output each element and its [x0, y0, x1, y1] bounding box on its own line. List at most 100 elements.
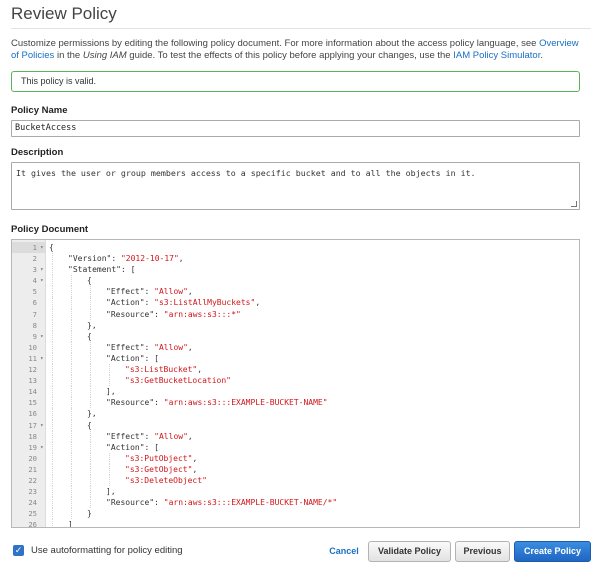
fold-arrow-icon[interactable]: ▾	[40, 443, 44, 451]
code-text: "s3:PutObject",	[125, 453, 197, 464]
resize-handle-icon[interactable]	[571, 201, 577, 207]
autoformat-checkbox[interactable]: ✓	[13, 545, 24, 556]
indent-guide	[71, 508, 72, 520]
title-divider	[11, 28, 591, 29]
line-number: 26	[28, 520, 37, 528]
indent-guide	[52, 253, 53, 265]
fold-arrow-icon[interactable]: ▾	[40, 421, 44, 429]
code-token: "Action": [	[106, 353, 159, 363]
intro-text-1: Customize permissions by editing the fol…	[11, 38, 540, 49]
indent-guide	[71, 474, 72, 487]
code-line: 16},	[12, 408, 579, 420]
indent-guide	[71, 452, 72, 464]
string-token: "arn:aws:s3:::EXAMPLE-BUCKET-NAME/*"	[163, 498, 338, 508]
string-token: "arn:aws:s3:::*"	[163, 309, 241, 319]
line-number: 2	[32, 254, 37, 264]
line-number: 1	[12, 242, 46, 254]
code-text: "Statement": [	[68, 264, 135, 275]
code-text: "s3:GetObject",	[125, 464, 197, 475]
string-token: "Allow"	[154, 342, 188, 352]
policy-document-editor[interactable]: 1▾{2"Version": "2012-10-17",3▾"Statement…	[11, 239, 580, 528]
indent-guide	[71, 297, 72, 309]
fold-arrow-icon[interactable]: ▾	[40, 244, 44, 251]
code-token: "Action":	[106, 298, 155, 308]
policy-name-input[interactable]: BucketAccess	[11, 120, 580, 137]
indent-guide	[71, 463, 72, 475]
indent-guide	[71, 352, 72, 365]
cancel-button[interactable]: Cancel	[329, 546, 359, 556]
fold-arrow-icon[interactable]: ▾	[40, 266, 44, 274]
previous-button[interactable]: Previous	[455, 541, 510, 562]
indent-guide	[52, 397, 53, 409]
code-line: 18"Effect": "Allow",	[12, 430, 579, 442]
indent-guide	[52, 264, 53, 276]
indent-guide	[52, 319, 53, 331]
indent-guide	[109, 364, 110, 376]
code-line: 26]	[12, 519, 579, 528]
indent-guide	[71, 286, 72, 298]
code-text: {	[87, 331, 92, 342]
indent-guide	[90, 397, 91, 409]
line-number: 16	[28, 409, 37, 419]
indent-guide	[71, 341, 72, 353]
indent-guide	[90, 286, 91, 298]
code-text: ],	[106, 486, 116, 497]
indent-guide	[90, 297, 91, 309]
indent-guide	[71, 397, 72, 409]
indent-guide	[52, 486, 53, 498]
indent-guide	[90, 430, 91, 442]
indent-guide	[71, 497, 72, 509]
overview-of-policies-link[interactable]: Overview of Policies	[11, 38, 579, 61]
description-textarea[interactable]: It gives the user or group members acces…	[11, 162, 580, 210]
validation-message: This policy is valid.	[11, 71, 580, 92]
indent-guide	[71, 275, 72, 287]
code-text: "Action": [	[106, 442, 159, 453]
line-number: 8	[32, 320, 37, 330]
code-token: "Resource":	[106, 498, 164, 508]
code-token: {	[87, 331, 92, 341]
string-token: "2012-10-17"	[120, 254, 179, 264]
line-number: 10	[28, 342, 37, 352]
code-token: }	[87, 509, 92, 519]
code-token: },	[87, 320, 97, 330]
indent-guide	[71, 430, 72, 442]
code-text: },	[87, 408, 97, 419]
code-line: 23],	[12, 486, 579, 498]
code-token: ],	[106, 487, 116, 497]
description-label: Description	[11, 147, 64, 158]
code-line: 10 "Effect": "Allow",	[12, 341, 579, 353]
line-number: 23	[28, 487, 37, 497]
fold-arrow-icon[interactable]: ▾	[40, 277, 44, 285]
code-line: 24"Resource": "arn:aws:s3:::EXAMPLE-BUCK…	[12, 497, 579, 509]
line-number: 19	[28, 442, 37, 452]
code-text: "Effect": "Allow",	[106, 286, 193, 297]
create-policy-button[interactable]: Create Policy	[514, 541, 591, 562]
line-number: 3	[32, 265, 37, 275]
code-line: 1▾ {	[12, 242, 579, 254]
code-line: 11▾ "Action": [	[12, 352, 579, 365]
code-text: {	[87, 420, 92, 431]
code-token: ,	[178, 254, 184, 264]
indent-guide	[52, 519, 53, 527]
code-text: ],	[106, 386, 116, 397]
indent-guide	[71, 386, 72, 398]
code-token: ,	[192, 464, 198, 474]
indent-guide	[52, 308, 53, 320]
fold-arrow-icon[interactable]: ▾	[40, 332, 44, 340]
validate-policy-button[interactable]: Validate Policy	[368, 541, 451, 562]
code-line: 8},	[12, 319, 579, 331]
indent-guide	[109, 463, 110, 475]
indent-guide	[52, 386, 53, 398]
code-text: {	[49, 242, 54, 253]
line-number: 11	[28, 353, 37, 363]
code-line: 12"s3:ListBucket",	[12, 364, 579, 376]
code-text: "Effect": "Allow",	[106, 342, 193, 353]
iam-policy-simulator-link[interactable]: IAM Policy Simulator	[453, 50, 541, 61]
indent-guide	[52, 452, 53, 464]
code-text: {	[87, 275, 92, 286]
indent-guide	[90, 463, 91, 475]
indent-guide	[71, 330, 72, 342]
fold-arrow-icon[interactable]: ▾	[40, 354, 44, 362]
code-text: "Action": [	[106, 353, 159, 364]
indent-guide	[52, 497, 53, 509]
